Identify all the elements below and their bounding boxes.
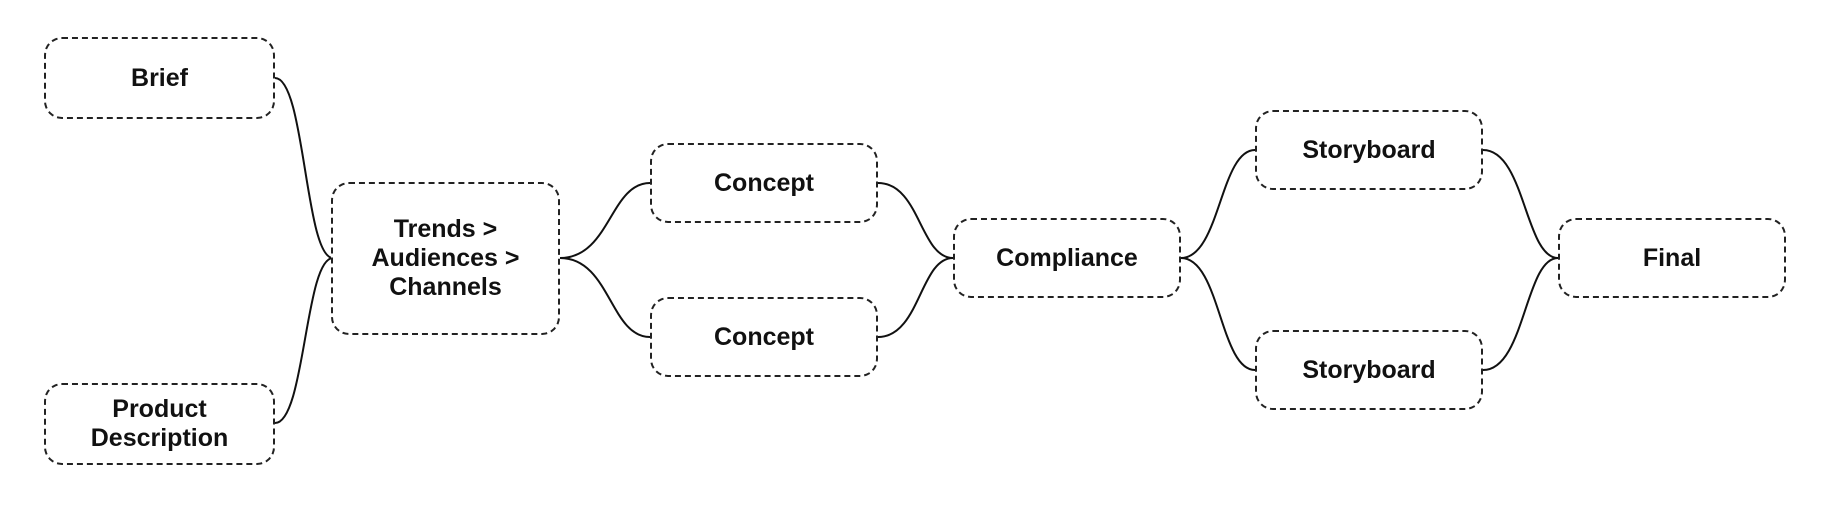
connector-concept-bottom-to-compliance: [877, 257, 954, 338]
node-concept-top-label: Concept: [714, 168, 814, 197]
node-brief: Brief: [44, 37, 275, 119]
node-trends-audiences-channels: Trends > Audiences > Channels: [331, 182, 560, 335]
connector-compliance-to-storyboard-bottom: [1180, 257, 1256, 371]
node-compliance-label: Compliance: [996, 243, 1138, 272]
connector-storyboard-bottom-to-final: [1482, 257, 1559, 371]
connector-trends-to-concept-bottom: [559, 257, 651, 338]
node-concept-bottom-label: Concept: [714, 322, 814, 351]
node-trends-label: Trends > Audiences > Channels: [371, 215, 520, 301]
connector-brief-to-trends: [274, 77, 334, 259]
node-final-label: Final: [1642, 243, 1702, 272]
connector-trends-to-concept-top: [559, 182, 651, 259]
node-brief-label: Brief: [131, 63, 188, 92]
node-product-description: Product Description: [44, 383, 275, 465]
node-storyboard-bottom: Storyboard: [1255, 330, 1483, 410]
node-concept-top: Concept: [650, 143, 878, 223]
node-compliance: Compliance: [953, 218, 1181, 298]
connector-storyboard-top-to-final: [1482, 149, 1559, 259]
node-storyboard-top: Storyboard: [1255, 110, 1483, 190]
node-product-description-label: Product Description: [90, 395, 229, 452]
node-concept-bottom: Concept: [650, 297, 878, 377]
connector-concept-top-to-compliance: [877, 182, 954, 259]
node-storyboard-top-label: Storyboard: [1302, 135, 1436, 164]
node-storyboard-bottom-label: Storyboard: [1302, 355, 1436, 384]
connector-product-to-trends: [274, 257, 334, 424]
node-final: Final: [1558, 218, 1786, 298]
connector-compliance-to-storyboard-top: [1180, 149, 1256, 259]
